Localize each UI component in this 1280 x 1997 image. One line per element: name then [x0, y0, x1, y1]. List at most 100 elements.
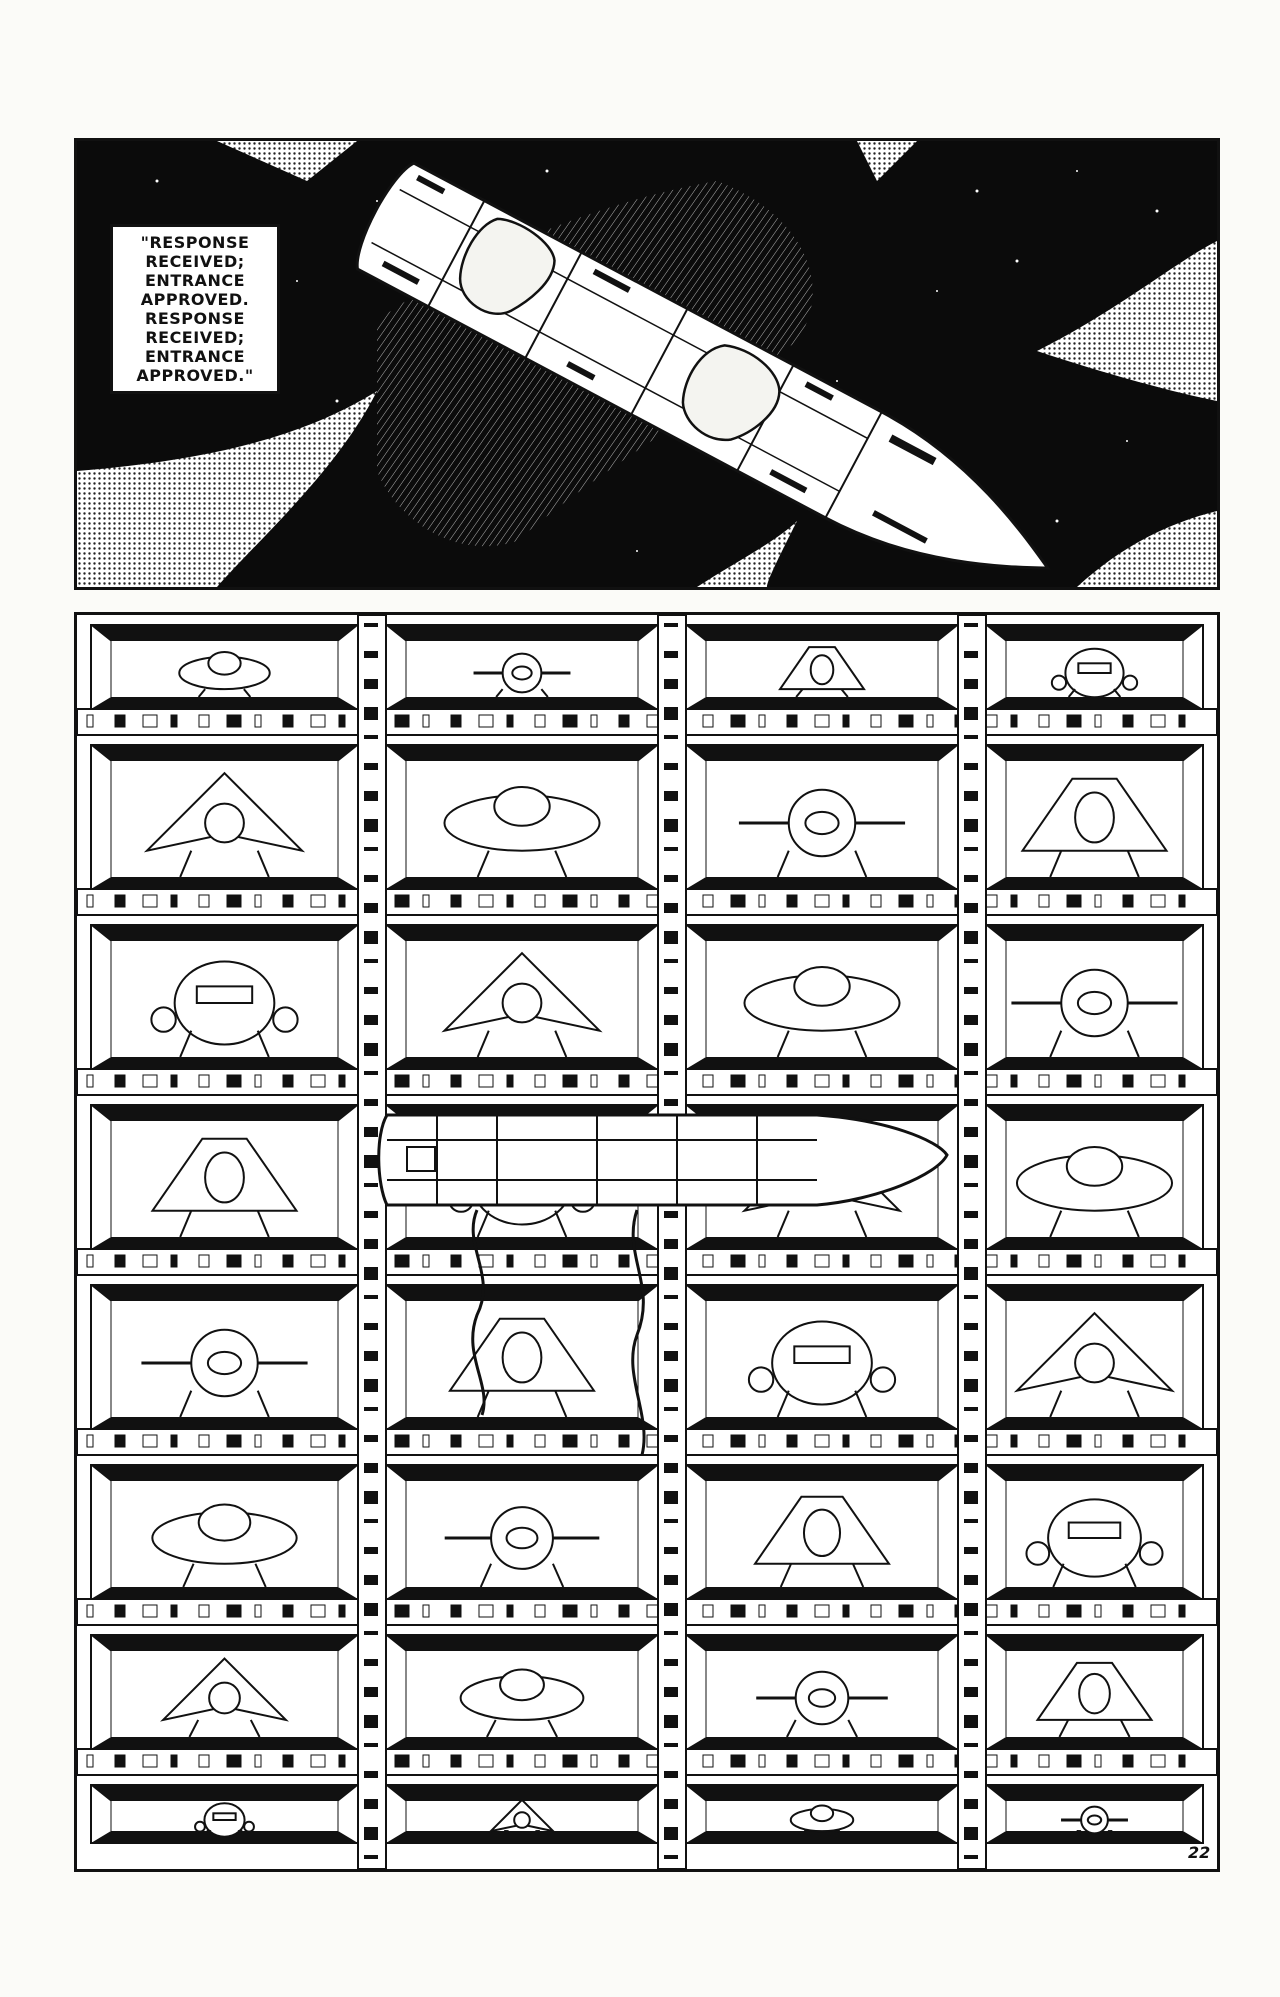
landing-leg — [256, 1210, 270, 1238]
girder-detail — [422, 714, 430, 728]
column-detail — [964, 763, 978, 770]
girder — [77, 888, 1217, 916]
damage-blast — [681, 344, 781, 442]
ship-cockpit — [493, 786, 551, 827]
bay-ceiling — [386, 1635, 658, 1651]
girder-detail — [534, 894, 546, 908]
narration-caption: "RESPONSE RECEIVED; ENTRANCE APPROVED. R… — [110, 224, 280, 394]
girder-detail — [562, 1754, 578, 1768]
girder-detail — [114, 1074, 126, 1088]
bay-edge — [90, 624, 112, 642]
bay-edge — [337, 1104, 359, 1122]
girder-detail — [1066, 1754, 1082, 1768]
girder-detail — [870, 1604, 882, 1618]
column-detail — [664, 1547, 678, 1554]
girder-detail — [282, 1754, 294, 1768]
girder-detail — [254, 894, 262, 908]
ship-window — [1067, 1521, 1122, 1539]
bay-ceiling — [91, 925, 358, 941]
column-detail — [964, 1799, 978, 1809]
damage-blast — [458, 217, 556, 315]
landing-leg — [486, 1719, 497, 1738]
column-detail — [964, 1463, 978, 1473]
column-detail — [964, 1743, 978, 1747]
girder-detail — [114, 1434, 126, 1448]
girder-detail — [338, 1074, 346, 1088]
girder-detail — [226, 894, 242, 908]
landing-leg — [197, 688, 206, 698]
landing-leg — [1126, 1030, 1140, 1058]
girder-detail — [506, 894, 514, 908]
girder-detail — [114, 714, 126, 728]
landing-leg — [188, 1719, 200, 1738]
girder-detail — [1150, 1604, 1166, 1618]
ship-cockpit — [804, 810, 840, 836]
landing-leg — [1113, 688, 1122, 698]
girder-detail — [1066, 894, 1082, 908]
girder-detail — [86, 714, 94, 728]
girder-detail — [226, 714, 242, 728]
bay-edge — [985, 1104, 1007, 1122]
girder-detail — [198, 1074, 210, 1088]
girder-detail — [926, 1604, 934, 1618]
bay-floor — [91, 1237, 358, 1249]
girder-detail — [1038, 1754, 1050, 1768]
landing-leg — [552, 1563, 565, 1588]
column-detail — [964, 1547, 978, 1554]
girder-detail — [310, 894, 326, 908]
girder-detail — [170, 1254, 178, 1268]
column-detail — [964, 1379, 978, 1392]
landing-leg — [554, 1210, 568, 1238]
bay-edge — [337, 1634, 359, 1652]
bay-edge — [1182, 1104, 1204, 1122]
girder-detail — [310, 1074, 326, 1088]
column-detail — [964, 1659, 978, 1666]
column-detail — [364, 1015, 378, 1025]
bay-ceiling — [986, 925, 1203, 941]
girder-detail — [730, 1074, 746, 1088]
column-detail — [364, 847, 378, 851]
column-detail — [664, 847, 678, 851]
landing-leg — [256, 1030, 270, 1058]
column-detail — [664, 1239, 678, 1249]
girder-detail — [562, 1604, 578, 1618]
bay-floor — [91, 1417, 358, 1429]
column-detail — [364, 1155, 378, 1168]
bay-ceiling — [686, 1785, 958, 1801]
girder-detail — [786, 714, 798, 728]
bay-ceiling — [686, 625, 958, 641]
bay-ceiling — [91, 1105, 358, 1121]
column-detail — [664, 1211, 678, 1218]
girder-detail — [114, 1754, 126, 1768]
girder-detail — [590, 1074, 598, 1088]
bay-floor — [986, 1237, 1203, 1249]
bay-edge — [90, 1464, 112, 1482]
column-detail — [664, 1715, 678, 1728]
spaceship — [355, 161, 1051, 570]
column-detail — [364, 1547, 378, 1554]
girder-detail — [870, 1754, 882, 1768]
landing-leg — [547, 1719, 558, 1738]
bay-ceiling — [91, 745, 358, 761]
girder-detail — [786, 1604, 798, 1618]
girder-detail — [1178, 1254, 1186, 1268]
column-detail — [964, 903, 978, 913]
bay-ceiling — [986, 745, 1203, 761]
girder-detail — [618, 1254, 630, 1268]
column-detail — [364, 903, 378, 913]
column-detail — [964, 1211, 978, 1218]
ship-pod — [150, 1006, 177, 1033]
landing-leg — [256, 850, 270, 878]
column-detail — [964, 1015, 978, 1025]
bay-floor — [386, 697, 658, 709]
column-detail — [364, 1519, 378, 1523]
girder-detail — [786, 894, 798, 908]
girder-detail — [590, 1604, 598, 1618]
girder — [77, 1748, 1217, 1776]
girder-detail — [1010, 714, 1018, 728]
landing-leg — [1049, 1390, 1063, 1418]
bay-edge — [685, 924, 707, 942]
girder-detail — [1094, 1754, 1102, 1768]
girder-detail — [786, 1434, 798, 1448]
ship-cockpit — [809, 1804, 835, 1823]
